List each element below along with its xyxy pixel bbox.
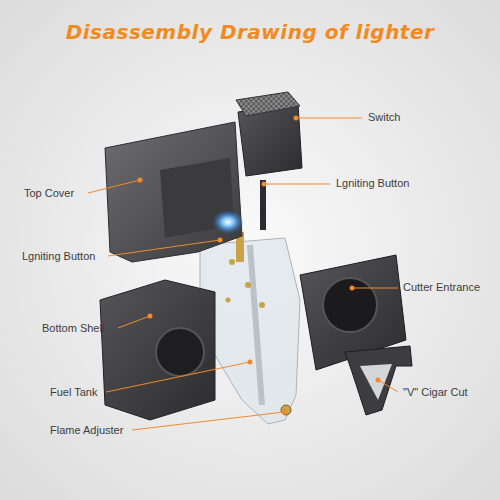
leader-lines — [88, 118, 398, 430]
leader-dot — [294, 116, 299, 121]
leader-dots — [138, 116, 381, 415]
leader-line — [378, 380, 398, 392]
leader-line — [88, 180, 140, 193]
leader-line — [264, 184, 330, 185]
part-label: "V" Cigar Cut — [403, 386, 468, 399]
part-label: Fuel Tank — [50, 386, 98, 399]
part-label: Lgniting Button — [336, 177, 409, 190]
leader-dot — [148, 314, 153, 319]
flame-adjuster — [281, 405, 291, 415]
shell-hole — [156, 328, 204, 376]
switch-grip — [236, 92, 300, 116]
diagram-title: Disassembly Drawing of lighter — [0, 20, 500, 44]
top-cover — [105, 122, 242, 262]
v-cigar-cut — [345, 346, 412, 415]
leader-dot — [138, 178, 143, 183]
brass-fitting — [226, 298, 231, 303]
leader-dot — [282, 410, 287, 415]
leader-line — [108, 240, 220, 256]
part-label: Flame Adjuster — [50, 424, 123, 437]
v-blade — [360, 364, 392, 400]
leader-line — [118, 316, 150, 328]
leader-line — [296, 118, 362, 119]
leader-dot — [376, 378, 381, 383]
brass-fitting — [229, 259, 235, 265]
leader-dot — [350, 286, 355, 291]
part-label: Cutter Entrance — [403, 281, 480, 294]
igniting-button — [260, 180, 266, 230]
leader-dot — [218, 238, 223, 243]
part-label: Bottom Shell — [42, 322, 104, 335]
part-label: Switch — [368, 111, 400, 124]
cutter-hole — [323, 278, 377, 332]
part-label: Top Cover — [24, 187, 74, 200]
leader-line — [106, 362, 250, 392]
leader-dot — [248, 360, 253, 365]
part-label: Lgniting Button — [22, 250, 95, 263]
brass-fitting — [245, 282, 251, 288]
leader-line — [352, 288, 398, 289]
tank-rod — [250, 245, 262, 405]
bottom-shell — [100, 280, 215, 420]
leader-dot — [262, 182, 267, 187]
brass-fitting — [259, 302, 265, 308]
blue-flame — [212, 210, 244, 234]
leader-line — [132, 412, 284, 430]
